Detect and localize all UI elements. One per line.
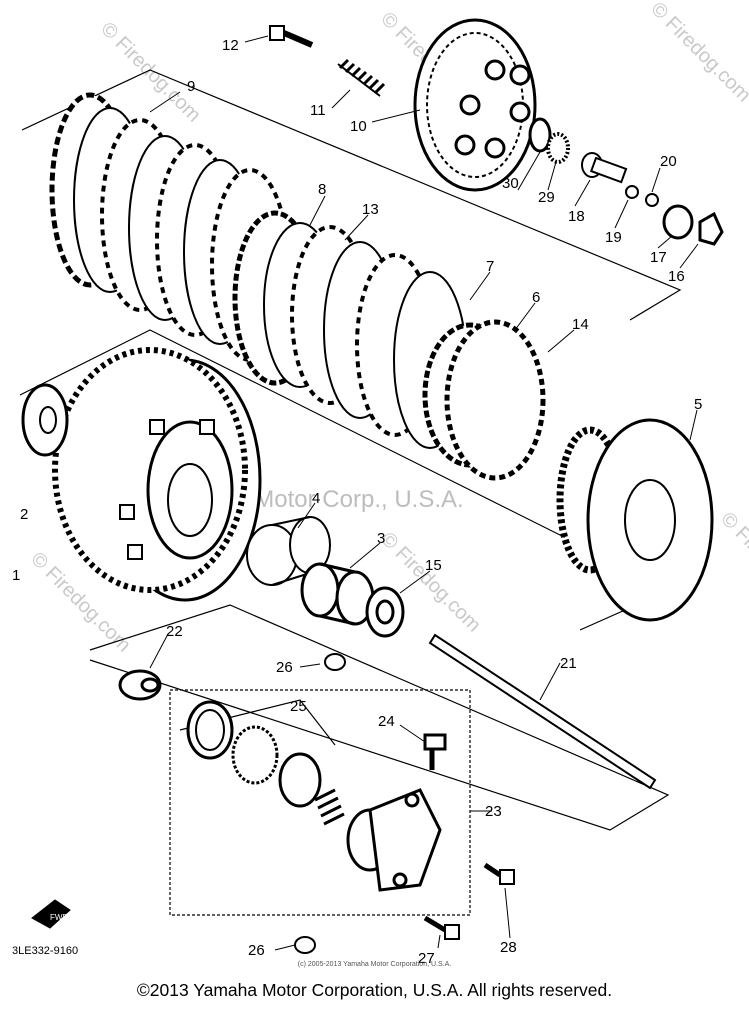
spacer-sleeve (300, 562, 375, 626)
svg-text:© Firedog.com: © Firedog.com (716, 508, 749, 617)
callout-28: 28 (500, 939, 517, 956)
callout-24: 24 (378, 713, 395, 730)
cushion (118, 669, 162, 701)
copyright-footer: ©2013 Yamaha Motor Corporation, U.S.A. A… (136, 980, 613, 1000)
callout-19: 19 (605, 229, 622, 246)
thrust-washer-15 (365, 586, 405, 638)
pushrod-parts (528, 117, 724, 246)
clutch-bolt (269, 25, 314, 48)
small-copyright: (c) 2005-2013 Yamaha Motor Corporation, … (297, 961, 452, 968)
callout-25: 25 (290, 698, 307, 715)
clutch-plate-stack (49, 92, 546, 481)
callout-16: 16 (668, 268, 685, 285)
callout-26b: 26 (248, 942, 265, 959)
release-cylinder (186, 700, 442, 892)
callout-9: 9 (187, 78, 195, 95)
clutch-spring (337, 58, 386, 97)
mounting-bolts (423, 862, 515, 940)
callout-26a: 26 (276, 659, 293, 676)
clutch-housing (52, 347, 262, 602)
callout-numbers: 1 2 3 4 5 6 7 8 9 10 11 12 13 14 15 16 1… (12, 37, 702, 967)
callout-13: 13 (362, 201, 379, 218)
callout-23: 23 (485, 803, 502, 820)
callout-27: 27 (418, 950, 435, 967)
svg-text:© Firedog.com: © Firedog.com (646, 0, 749, 106)
callout-22: 22 (166, 623, 183, 640)
callout-1: 1 (12, 567, 20, 584)
callout-30: 30 (502, 175, 519, 192)
callout-15: 15 (425, 557, 442, 574)
callout-2: 2 (20, 506, 28, 523)
leader-lines (149, 35, 699, 951)
callout-17: 17 (650, 249, 667, 266)
callout-8: 8 (318, 181, 326, 198)
catalog-code: 3LE332-9160 (12, 945, 79, 957)
callout-11: 11 (310, 102, 326, 119)
callout-20: 20 (660, 153, 677, 170)
callout-29: 29 (538, 189, 555, 206)
pressure-plate (413, 18, 537, 192)
svg-text:FWD: FWD (50, 913, 68, 922)
push-rod (428, 633, 657, 790)
callout-7: 7 (486, 258, 494, 275)
callout-18: 18 (568, 208, 585, 225)
clutch-boss (556, 418, 714, 622)
callout-14: 14 (572, 316, 589, 333)
fwd-arrow-icon: FWD (31, 899, 71, 929)
callout-4: 4 (312, 490, 320, 507)
callout-10: 10 (350, 118, 367, 135)
callout-3: 3 (377, 530, 385, 547)
callout-21: 21 (560, 655, 577, 672)
callout-12: 12 (222, 37, 239, 54)
thrust-washer (21, 383, 69, 457)
callout-6: 6 (532, 289, 540, 306)
bleeder-screw (423, 733, 447, 770)
needle-bearing (246, 516, 331, 586)
callout-5: 5 (694, 396, 702, 413)
dowel-pins (294, 653, 346, 954)
